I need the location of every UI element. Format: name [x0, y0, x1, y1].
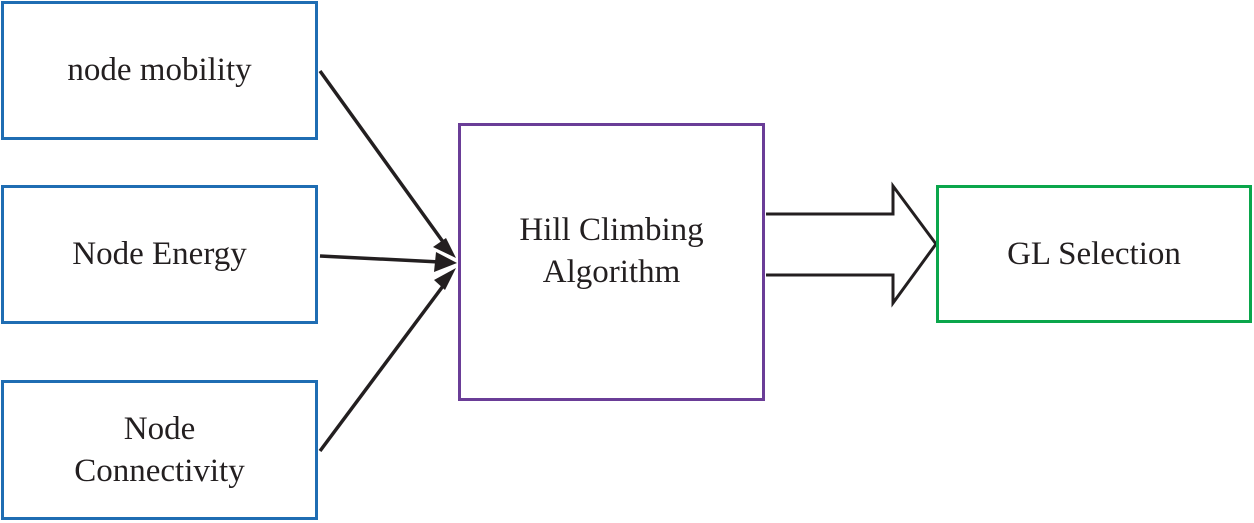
hill-climbing-label-line2: Algorithm	[542, 254, 681, 290]
hill-climbing-label-line1: Hill Climbing	[519, 212, 704, 248]
gl-selection-box: GL Selection	[936, 185, 1252, 323]
node-connectivity-label-line2: Connectivity	[74, 453, 245, 489]
arrowhead-mobility	[433, 238, 456, 258]
edge-energy-to-hill	[319, 254, 441, 264]
node-mobility-label: node mobility	[67, 52, 252, 88]
edge-connectivity-to-hill	[318, 280, 448, 453]
arrowhead-connectivity	[434, 268, 456, 290]
node-connectivity-label-line1: Node	[123, 411, 196, 447]
node-energy-box: Node Energy	[1, 185, 318, 324]
block-arrow-hill-to-gl	[766, 181, 938, 308]
gl-selection-label: GL Selection	[1007, 235, 1181, 272]
node-connectivity-box: Node Connectivity	[1, 380, 318, 520]
hill-climbing-box: Hill Climbing Algorithm	[458, 123, 765, 401]
edge-mobility-to-hill	[318, 69, 448, 248]
node-mobility-box: node mobility	[1, 1, 318, 140]
node-energy-label: Node Energy	[72, 236, 247, 272]
arrowhead-energy	[434, 252, 457, 272]
